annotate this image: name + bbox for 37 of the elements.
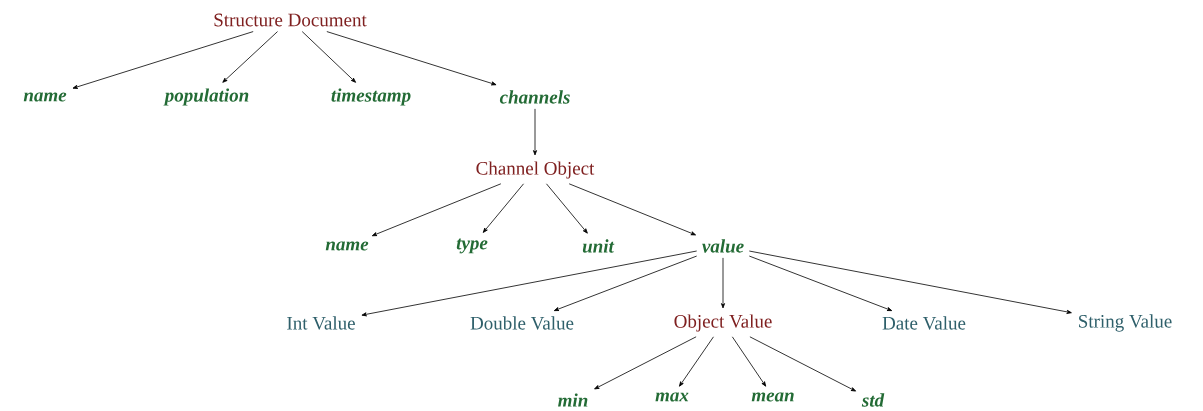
field-label: timestamp: [331, 88, 411, 106]
type-label: Double Value: [470, 316, 574, 330]
type-label: Int Value: [287, 316, 355, 330]
object-label: Channel Object: [476, 161, 595, 179]
arrow: [72, 31, 254, 89]
arrow: [748, 255, 893, 312]
type-label: String Value: [1079, 314, 1172, 332]
arrow: [721, 257, 725, 309]
field-label: value: [702, 239, 744, 253]
arrow: [731, 336, 767, 387]
field-label: std: [861, 393, 885, 407]
arrow: [546, 183, 588, 234]
arrow: [371, 183, 502, 237]
arrow: [568, 183, 696, 236]
field-label: min: [558, 393, 588, 407]
arrow: [301, 31, 356, 83]
arrow: [749, 336, 857, 392]
field-label: channels: [499, 90, 570, 104]
arrow: [482, 183, 524, 233]
arrow: [533, 108, 537, 156]
arrow: [594, 336, 697, 390]
arrow: [222, 31, 278, 83]
arrow: [553, 255, 698, 312]
object-label: Structure Document: [214, 13, 367, 27]
field-label: max: [655, 392, 689, 402]
field-label: population: [163, 88, 249, 106]
field-label: name: [23, 92, 67, 102]
field-label: type: [456, 238, 488, 254]
type-label: Date Value: [882, 316, 966, 330]
arrow: [748, 250, 1072, 314]
field-label: name: [325, 241, 369, 251]
arrow: [679, 336, 714, 387]
field-label: mean: [751, 392, 794, 402]
arrow: [326, 31, 497, 86]
field-label: unit: [582, 239, 615, 253]
object-label: Object Value: [674, 314, 772, 332]
arrow: [361, 250, 698, 317]
